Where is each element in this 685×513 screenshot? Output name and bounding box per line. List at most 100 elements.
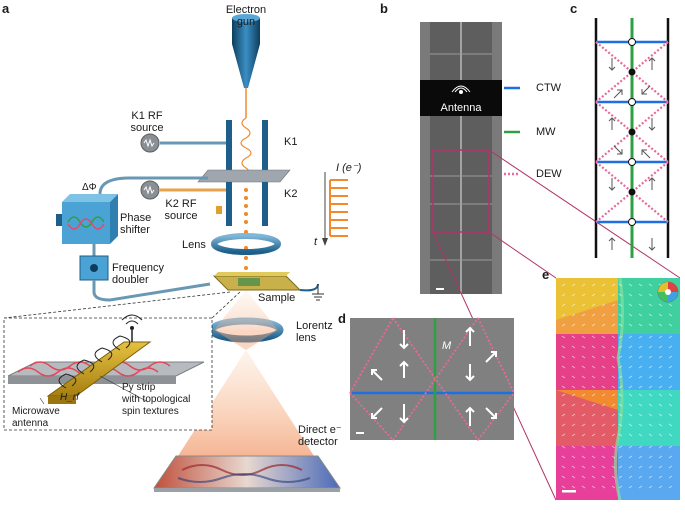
magnetization-arrow	[601, 433, 606, 437]
magnetization-arrow	[601, 485, 606, 489]
magnetization-arrow	[618, 445, 623, 449]
magnetization-arrow	[561, 303, 566, 307]
magnetization-arrow	[571, 355, 576, 359]
magnetization-arrow	[638, 393, 643, 397]
magnetization-arrow	[638, 445, 643, 449]
magnetization-arrow	[571, 423, 576, 427]
magnetization-arrow	[638, 433, 643, 437]
k2-rf-source	[140, 180, 226, 214]
magnetization-arrow	[638, 303, 643, 307]
magnetization-arrow	[618, 393, 623, 397]
magnetization-arrow	[618, 293, 623, 297]
magnetization-arrow	[618, 313, 623, 317]
microwave-antenna-label: Microwave antenna	[12, 406, 60, 429]
magnetization-arrow	[618, 335, 623, 339]
magnetization-arrow	[561, 355, 566, 359]
magnetization-arrow	[581, 403, 586, 407]
magnetization-arrow	[658, 403, 663, 407]
magnetization-arrow	[561, 423, 566, 427]
magnetization-arrow	[638, 355, 643, 359]
magnetization-arrow	[591, 433, 596, 437]
magnetization-arrow	[668, 375, 673, 379]
magnetization-arrow	[658, 413, 663, 417]
magnetization-arrow	[611, 345, 616, 349]
pulse-timing-trace	[322, 172, 328, 246]
magnetization-arrow	[648, 323, 653, 327]
phase-shifter-label: Phase shifter	[120, 212, 152, 236]
magnetization-arrow	[628, 323, 633, 327]
magnetization-arrow	[571, 403, 576, 407]
magnetization-arrow	[648, 485, 653, 489]
magnetization-arrow	[618, 433, 623, 437]
h-rf-label: H_rf	[60, 392, 79, 403]
magnetization-arrow	[658, 423, 663, 427]
magnetization-arrow	[571, 455, 576, 459]
magnetization-arrow	[571, 335, 576, 339]
magnetization-arrow	[658, 455, 663, 459]
magnetization-arrow	[591, 283, 596, 287]
magnetization-arrow	[628, 313, 633, 317]
magnetization-arrow	[561, 475, 566, 479]
magnetization-arrow	[618, 385, 623, 389]
magnetization-arrow	[571, 303, 576, 307]
magnetization-arrow	[668, 455, 673, 459]
magnetization-arrow	[561, 465, 566, 469]
magnetization-arrow	[581, 423, 586, 427]
magnetization-arrow	[571, 393, 576, 397]
magnetization-arrow	[638, 413, 643, 417]
magnetization-arrow	[628, 283, 633, 287]
magnetization-arrow	[658, 375, 663, 379]
current-axis-label: I (e⁻)	[336, 162, 362, 174]
magnetization-arrow	[571, 293, 576, 297]
magnetization-arrow	[638, 365, 643, 369]
lens-label: Lens	[182, 239, 206, 251]
magnetization-arrow	[648, 413, 653, 417]
magnetization-arrow	[648, 385, 653, 389]
magnetization-arrow	[628, 385, 633, 389]
magnetization-arrow	[658, 323, 663, 327]
magnetization-arrow	[648, 475, 653, 479]
magnetization-arrow	[618, 475, 623, 479]
magnetization-arrow	[628, 335, 633, 339]
magnetization-arrow	[601, 403, 606, 407]
magnetization-arrow	[591, 335, 596, 339]
magnetization-arrow	[581, 355, 586, 359]
magnetization-arrow	[658, 393, 663, 397]
legend-swatches	[504, 86, 520, 176]
magnetization-arrow	[561, 375, 566, 379]
panel-b-strip	[420, 22, 502, 294]
magnetization-arrow	[601, 355, 606, 359]
magnetization-arrow	[561, 335, 566, 339]
magnetization-arrow	[628, 355, 633, 359]
magnetization-arrow	[591, 355, 596, 359]
magnetization-arrow	[601, 335, 606, 339]
magnetization-arrow	[611, 313, 616, 317]
magnetization-arrow	[581, 385, 586, 389]
magnetization-arrow	[668, 385, 673, 389]
magnetization-arrow	[601, 465, 606, 469]
magnetization-arrow	[561, 403, 566, 407]
magnetization-arrow	[581, 393, 586, 397]
magnetization-arrow	[571, 475, 576, 479]
magnetization-arrow	[571, 485, 576, 489]
magnetization-arrow	[561, 345, 566, 349]
panel-d-image	[349, 317, 515, 441]
magnetization-arrow	[618, 303, 623, 307]
k1-label: K1	[284, 136, 298, 148]
magnetization-arrow	[571, 345, 576, 349]
magnetization-arrow	[668, 365, 673, 369]
magnetization-arrow	[658, 313, 663, 317]
magnetization-arrow	[638, 375, 643, 379]
magnetization-arrow	[668, 393, 673, 397]
magnetization-arrow	[611, 323, 616, 327]
magnetization-arrow	[648, 465, 653, 469]
magnetization-arrow	[628, 413, 633, 417]
phase-shifter	[56, 176, 208, 244]
magnetization-arrow	[581, 313, 586, 317]
magnetization-arrow	[591, 365, 596, 369]
magnetization-arrow	[618, 485, 623, 489]
magnetization-arrow	[648, 423, 653, 427]
frequency-doubler	[79, 244, 211, 302]
magnetization-arrow	[581, 455, 586, 459]
magnetization-arrow	[638, 485, 643, 489]
